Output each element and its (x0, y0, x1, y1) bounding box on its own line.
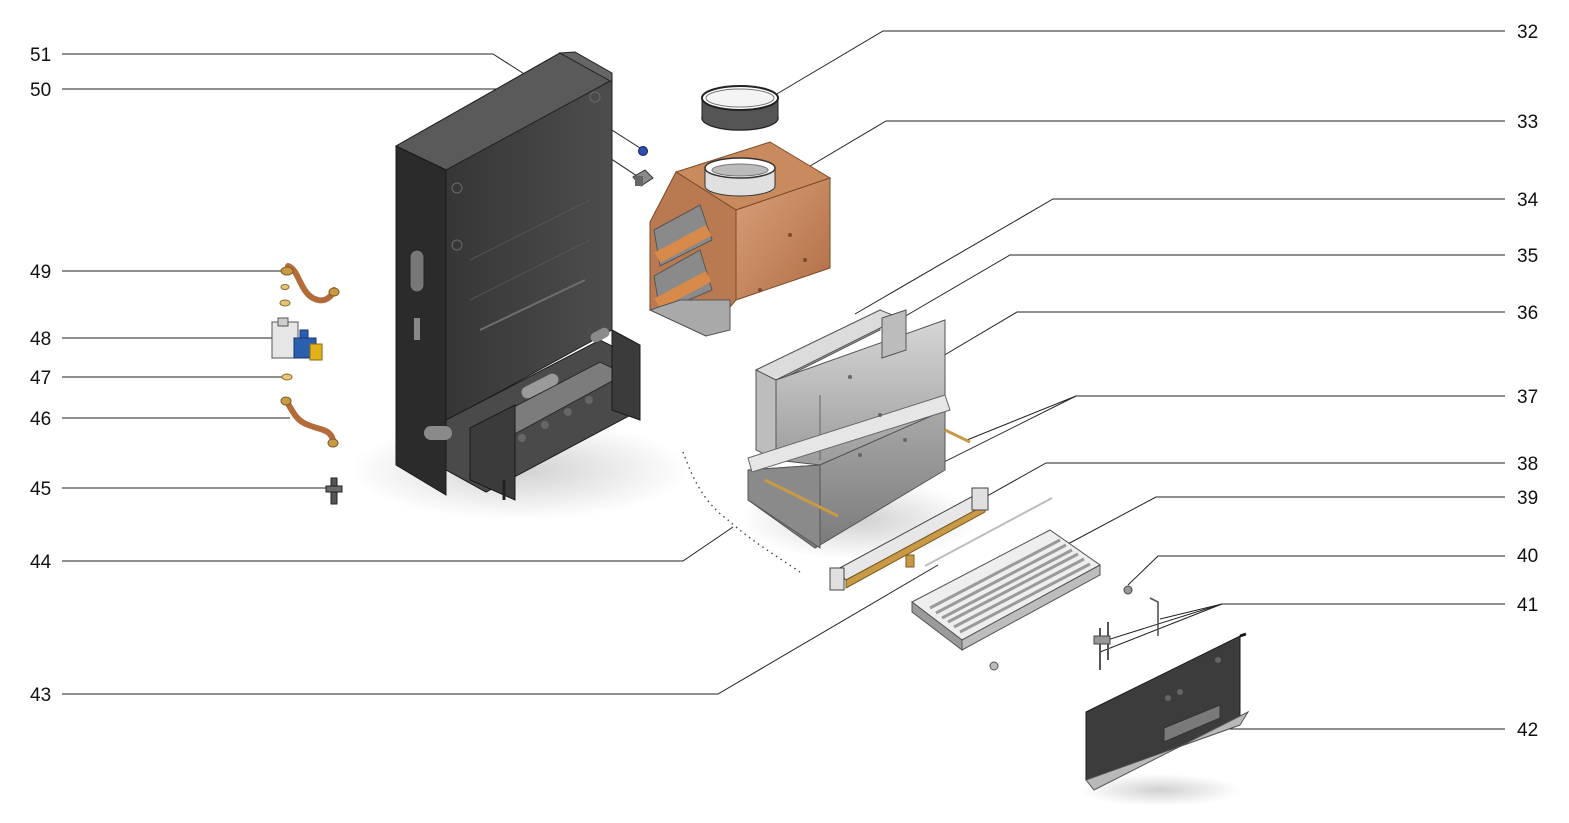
callout-32: 32 (1517, 22, 1538, 43)
callout-47: 47 (30, 368, 51, 389)
burner-39 (911, 529, 1101, 671)
callout-51: 51 (30, 45, 51, 66)
gas-valve-48 (271, 317, 323, 361)
callout-labels: 51 50 49 48 47 46 45 44 43 32 33 34 35 3… (30, 22, 1539, 741)
callout-39: 39 (1517, 488, 1538, 509)
leader-34 (854, 198, 1505, 315)
callout-34: 34 (1517, 190, 1539, 211)
leader-40 (1127, 555, 1505, 586)
leader-33 (799, 120, 1505, 173)
rod-43 (924, 497, 1053, 567)
leader-36 (925, 311, 1505, 367)
draft-hood-33 (648, 141, 832, 337)
leader-41c (1099, 603, 1223, 653)
callout-50: 50 (30, 80, 51, 101)
leader-lines (62, 30, 1505, 730)
callout-44: 44 (30, 552, 52, 573)
callout-48: 48 (30, 329, 51, 350)
leader-35 (896, 254, 1505, 322)
pipe-49 (279, 263, 340, 307)
manifold-38 (829, 487, 989, 591)
callout-49: 49 (30, 262, 51, 283)
callout-40: 40 (1517, 546, 1538, 567)
nut-40 (1123, 585, 1133, 595)
leader-32 (769, 30, 1505, 99)
callout-36: 36 (1517, 303, 1538, 324)
leader-39 (1065, 496, 1505, 546)
panel-35 (881, 309, 907, 359)
gasket-44 (682, 451, 801, 573)
washer-47 (281, 373, 293, 381)
front-cover-42 (1080, 632, 1250, 806)
fitting-45 (325, 477, 343, 505)
callout-37: 37 (1517, 387, 1538, 408)
callout-45: 45 (30, 479, 51, 500)
bracket-50 (632, 169, 654, 187)
callout-33: 33 (1517, 112, 1538, 133)
callout-42: 42 (1517, 720, 1538, 741)
flue-ring-32 (701, 85, 779, 131)
callout-41: 41 (1517, 595, 1538, 616)
leader-44 (62, 526, 734, 562)
leader-43 (62, 564, 939, 695)
callout-46: 46 (30, 409, 51, 430)
leader-41a (1159, 603, 1505, 620)
callout-35: 35 (1517, 246, 1538, 267)
callout-38: 38 (1517, 454, 1538, 475)
leader-38 (979, 462, 1505, 501)
leader-41b (1103, 603, 1223, 642)
callout-43: 43 (30, 685, 51, 706)
electrodes-41 (1093, 597, 1159, 670)
small-knob-51 (638, 146, 648, 156)
pipe-46 (280, 396, 339, 448)
main-frame (350, 51, 690, 520)
leader-37a (966, 395, 1505, 441)
